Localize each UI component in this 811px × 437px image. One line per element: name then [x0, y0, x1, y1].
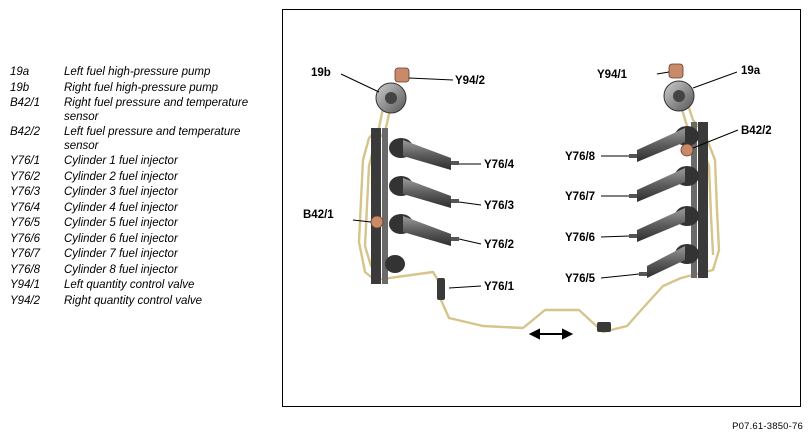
fuel-system-figure: 19b Y94/2 Y94/1 19a B42/2 B42/1 Y76/4 Y7… — [282, 9, 801, 407]
legend-code: 19a — [10, 66, 30, 78]
legend-desc: Left fuel high-pressure pump — [64, 66, 211, 78]
legend-row: Y76/3 Cylinder 3 fuel injector — [10, 186, 275, 200]
legend-code: Y76/5 — [10, 217, 41, 229]
legend-desc: Cylinder 4 fuel injector — [64, 201, 178, 214]
callout-y76-8: Y76/8 — [565, 151, 596, 163]
legend-code: B42/2 — [10, 126, 41, 138]
callout-b42-1: B42/1 — [303, 209, 334, 221]
sensor-b42-1 — [370, 215, 384, 229]
injector-y76-3 — [389, 176, 459, 208]
line-connector — [597, 322, 611, 332]
callout-19b: 19b — [311, 67, 331, 79]
legend-code: Y76/2 — [10, 170, 41, 183]
legend-desc: Cylinder 2 fuel injector — [64, 170, 178, 183]
callout-y76-5: Y76/5 — [565, 273, 596, 285]
sensor-b42-2 — [680, 143, 694, 157]
legend-desc: Right quantity control valve — [64, 294, 203, 307]
legend-row: Y76/2 Cylinder 2 fuel injector — [10, 171, 275, 185]
callout-y94-2: Y94/2 — [455, 75, 485, 87]
legend-code: Y94/2 — [10, 294, 41, 307]
callout-y76-6: Y76/6 — [565, 232, 595, 244]
legend-code: Y94/1 — [10, 279, 41, 291]
legend-row: Y76/5 Cylinder 5 fuel injector — [10, 217, 275, 231]
right-fuel-rail — [691, 122, 708, 278]
callout-y76-3: Y76/3 — [484, 200, 514, 212]
leader-lines — [340, 71, 739, 289]
fuel-system-diagram: 19b Y94/2 Y94/1 19a B42/2 B42/1 Y76/4 Y7… — [303, 63, 772, 340]
legend-desc: Left fuel pressure and temperature senso… — [64, 126, 241, 152]
callout-y76-2: Y76/2 — [484, 239, 514, 251]
legend-row: B42/2 Left fuel pressure and temperature … — [10, 126, 275, 153]
legend-code: Y76/7 — [10, 248, 41, 260]
injector-y76-7 — [629, 166, 699, 202]
legend-row: Y94/1 Left quantity control valve — [10, 279, 275, 293]
legend-row: Y76/4 Cylinder 4 fuel injector — [10, 202, 275, 216]
legend-row: 19b Right fuel high-pressure pump — [10, 82, 275, 96]
legend-code: Y76/4 — [10, 201, 41, 214]
legend-desc: Cylinder 5 fuel injector — [64, 217, 178, 229]
injector-y76-6 — [629, 206, 699, 242]
double-arrow — [528, 328, 574, 340]
legend-row: B42/1 Right fuel pressure and temperature… — [10, 97, 275, 124]
callout-b42-2: B42/2 — [741, 125, 772, 137]
pump-19a — [663, 63, 695, 112]
legend-code: 19b — [10, 81, 30, 94]
legend-desc: Cylinder 7 fuel injector — [64, 248, 178, 260]
legend-desc: Right fuel pressure and temperature sens… — [64, 97, 249, 123]
legend-row: Y76/8 Cylinder 8 fuel injector — [10, 264, 275, 278]
injector-y76-5 — [639, 244, 699, 278]
injector-y76-8 — [629, 126, 699, 162]
legend-desc: Cylinder 1 fuel injector — [64, 155, 178, 167]
callout-y76-1: Y76/1 — [484, 281, 515, 293]
legend-desc: Right fuel high-pressure pump — [64, 81, 219, 94]
legend-code: B42/1 — [10, 97, 41, 109]
legend-code: Y76/3 — [10, 186, 41, 198]
legend-row: Y94/2 Right quantity control valve — [10, 295, 275, 309]
valve-y94-1-body — [668, 63, 684, 79]
callout-y76-7: Y76/7 — [565, 191, 595, 203]
injector-y76-2 — [389, 214, 459, 246]
callout-19a: 19a — [741, 65, 761, 77]
pump-19b — [375, 67, 410, 114]
legend-desc: Cylinder 6 fuel injector — [64, 232, 178, 245]
legend-desc: Cylinder 3 fuel injector — [64, 186, 178, 198]
injector-y76-1 — [385, 255, 445, 300]
left-injectors — [385, 138, 459, 300]
legend-desc: Cylinder 8 fuel injector — [64, 263, 178, 276]
legend-row: Y76/7 Cylinder 7 fuel injector — [10, 248, 275, 262]
legend-desc: Left quantity control valve — [64, 279, 195, 291]
callout-y94-1: Y94/1 — [597, 69, 628, 81]
valve-y94-2-body — [394, 67, 410, 83]
injector-y76-4 — [389, 138, 459, 170]
legend-row: Y76/1 Cylinder 1 fuel injector — [10, 155, 275, 169]
left-fuel-rail — [371, 128, 388, 284]
legend-code: Y76/1 — [10, 155, 41, 167]
right-injectors — [629, 126, 699, 278]
figure-id: P07.61-3850-76 — [732, 421, 803, 432]
callout-y76-4: Y76/4 — [484, 159, 515, 171]
legend-code: Y76/8 — [10, 263, 41, 276]
legend-row: Y76/6 Cylinder 6 fuel injector — [10, 233, 275, 247]
legend-code: Y76/6 — [10, 232, 41, 245]
legend-row: 19a Left fuel high-pressure pump — [10, 66, 275, 80]
